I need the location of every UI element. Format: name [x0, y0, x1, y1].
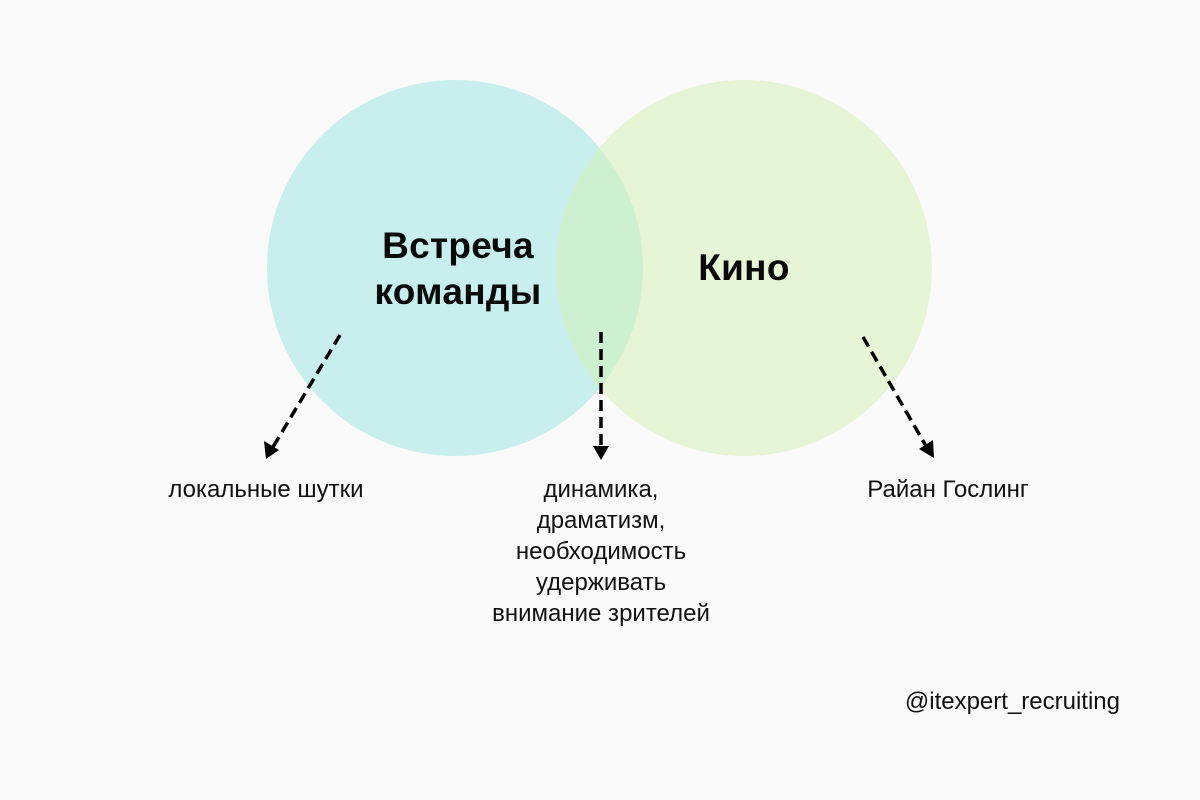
annotation-line: необходимость	[515, 538, 687, 565]
annotation-intersection: динамика, драматизм, необходимость удерж…	[440, 474, 762, 629]
circle-team-meeting	[267, 80, 643, 456]
annotation-left-only: локальные шутки	[168, 476, 364, 503]
annotation-line: удерживать	[535, 569, 667, 596]
circle-cinema	[556, 80, 932, 456]
annotation-right-only: Райан Гослинг	[867, 476, 1029, 503]
set-label-line: Кино	[698, 247, 790, 288]
arrow-middle	[593, 332, 609, 460]
set-label-cinema: Кино	[680, 245, 808, 291]
annotation-line: драматизм,	[536, 507, 666, 534]
set-label-team-meeting: Встреча команды	[360, 223, 556, 315]
arrow-left	[264, 334, 342, 459]
annotation-line: внимание зрителей	[492, 600, 710, 627]
arrow-right	[861, 336, 934, 458]
set-label-line: Встреча	[382, 225, 534, 266]
annotation-line: динамика,	[543, 476, 659, 503]
watermark-handle: @itexpert_recruiting	[904, 688, 1120, 715]
set-label-line: команды	[374, 271, 542, 312]
